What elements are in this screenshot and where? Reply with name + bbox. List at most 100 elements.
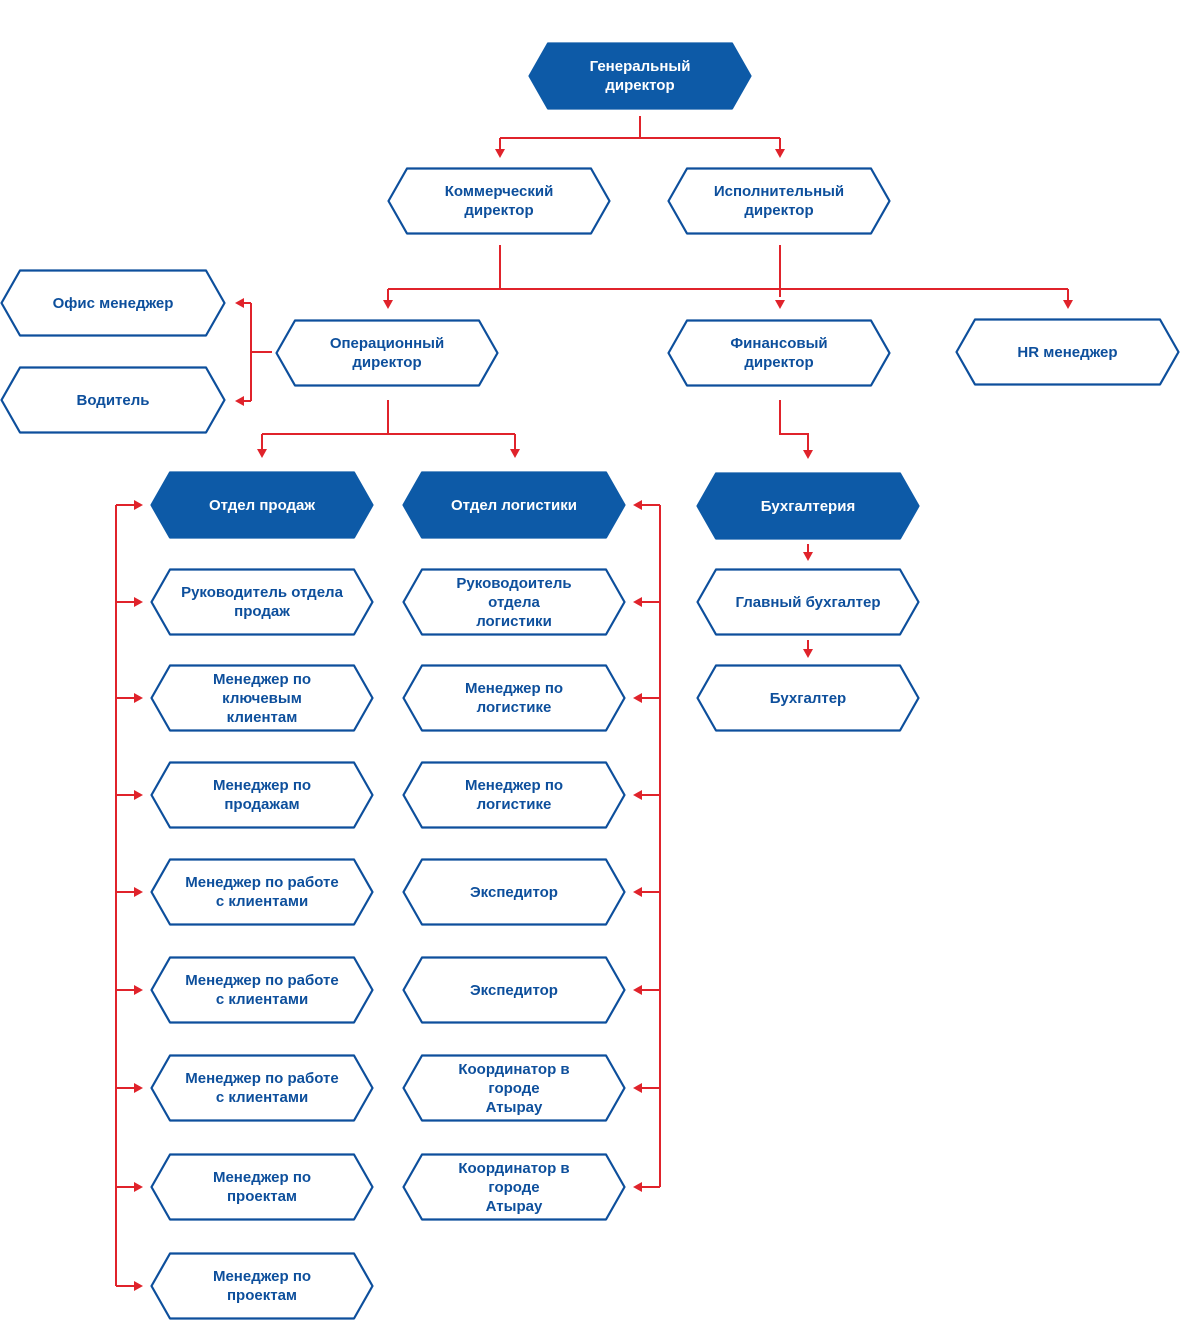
hexagon-shape bbox=[150, 956, 374, 1024]
hexagon-shape bbox=[696, 664, 920, 732]
node-project-manager: Менеджер по проектам bbox=[150, 1153, 374, 1221]
node-label: Руководоитель отдела логистики bbox=[456, 574, 572, 630]
node-sales-manager: Менеджер по продажам bbox=[150, 761, 374, 829]
hexagon-shape bbox=[402, 761, 626, 829]
hexagon-shape bbox=[150, 761, 374, 829]
connector-arrowhead bbox=[134, 985, 143, 995]
connector-arrowhead bbox=[633, 597, 642, 607]
node-hr-manager: HR менеджер bbox=[955, 318, 1180, 386]
node-label: Координатор в городе Атырау bbox=[458, 1159, 570, 1215]
node-driver: Водитель bbox=[0, 366, 226, 434]
hexagon-outline bbox=[150, 761, 374, 829]
node-label: Генеральный директор bbox=[589, 58, 691, 94]
connector-arrowhead bbox=[1063, 300, 1073, 309]
node-label: Экспедитор bbox=[470, 883, 558, 901]
connector-arrowhead bbox=[134, 1083, 143, 1093]
node-executive-director: Исполнительный директор bbox=[667, 167, 891, 235]
node-general-director: Генеральный директор bbox=[528, 42, 752, 110]
node-client-manager: Менеджер по работе с клиентами bbox=[150, 956, 374, 1024]
node-logistics-department: Отдел логистики bbox=[402, 471, 626, 539]
connector-arrowhead bbox=[235, 396, 244, 406]
connector-arrowhead bbox=[633, 693, 642, 703]
connector-arrowhead bbox=[134, 887, 143, 897]
connector-arrowhead bbox=[134, 597, 143, 607]
node-commercial-director: Коммерческий директор bbox=[387, 167, 611, 235]
node-project-manager: Менеджер по проектам bbox=[150, 1252, 374, 1320]
node-label: Офис менеджер bbox=[52, 294, 174, 312]
hexagon-shape bbox=[402, 858, 626, 926]
node-atyrau-coordinator: Координатор в городе Атырау bbox=[402, 1054, 626, 1122]
node-label: Координатор в городе Атырау bbox=[458, 1060, 570, 1116]
node-label: Менеджер по логистике bbox=[464, 680, 564, 716]
node-label: Исполнительный директор bbox=[713, 183, 845, 219]
connector-arrowhead bbox=[633, 500, 642, 510]
connector-arrowhead bbox=[633, 887, 642, 897]
connector-arrowhead bbox=[803, 552, 813, 561]
node-label: Менеджер по работе с клиентами bbox=[185, 874, 339, 910]
connector-arrowhead bbox=[775, 300, 785, 309]
connector-arrowhead bbox=[134, 693, 143, 703]
node-label: Руководитель отдела продаж bbox=[181, 584, 343, 620]
node-label: Отдел продаж bbox=[208, 496, 316, 514]
hexagon-shape bbox=[696, 472, 920, 540]
hexagon-outline bbox=[0, 269, 226, 337]
node-sales-head: Руководитель отдела продаж bbox=[150, 568, 374, 636]
hexagon-outline bbox=[150, 1054, 374, 1122]
hexagon-outline bbox=[667, 167, 891, 235]
connector-arrowhead bbox=[803, 649, 813, 658]
node-label: Финансовый директор bbox=[730, 335, 828, 371]
connector-arrowhead bbox=[257, 449, 267, 458]
connector-arrowhead bbox=[134, 500, 143, 510]
hexagon-outline bbox=[150, 956, 374, 1024]
node-label: Менеджер по работе с клиентами bbox=[185, 972, 339, 1008]
node-office-manager: Офис менеджер bbox=[0, 269, 226, 337]
hexagon-outline bbox=[696, 472, 920, 540]
node-logistics-head: Руководоитель отдела логистики bbox=[402, 568, 626, 636]
hexagon-outline bbox=[955, 318, 1180, 386]
hexagon-outline bbox=[150, 1252, 374, 1320]
node-label: Коммерческий директор bbox=[444, 183, 554, 219]
node-accounting-department: Бухгалтерия bbox=[696, 472, 920, 540]
node-label: Экспедитор bbox=[470, 981, 558, 999]
hexagon-shape bbox=[150, 1054, 374, 1122]
node-label: Главный бухгалтер bbox=[735, 593, 881, 611]
connector-arrowhead bbox=[633, 1083, 642, 1093]
hexagon-shape bbox=[402, 956, 626, 1024]
node-label: Менеджер по ключевым клиентам bbox=[212, 670, 312, 726]
node-label: Водитель bbox=[76, 391, 150, 409]
hexagon-outline bbox=[387, 167, 611, 235]
hexagon-outline bbox=[528, 42, 752, 110]
hexagon-outline bbox=[402, 664, 626, 732]
hexagon-shape bbox=[402, 1054, 626, 1122]
hexagon-shape bbox=[667, 319, 891, 387]
node-label: Бухгалтер bbox=[769, 689, 847, 707]
connector-arrowhead bbox=[633, 1182, 642, 1192]
node-label: Бухгалтерия bbox=[760, 497, 856, 515]
hexagon-shape bbox=[402, 568, 626, 636]
hexagon-shape bbox=[667, 167, 891, 235]
node-sales-department: Отдел продаж bbox=[150, 471, 374, 539]
node-accountant: Бухгалтер bbox=[696, 664, 920, 732]
hexagon-shape bbox=[402, 471, 626, 539]
hexagon-outline bbox=[150, 471, 374, 539]
hexagon-outline bbox=[0, 366, 226, 434]
hexagon-outline bbox=[150, 858, 374, 926]
hexagon-shape bbox=[275, 319, 499, 387]
hexagon-shape bbox=[528, 42, 752, 110]
connector-arrowhead bbox=[775, 149, 785, 158]
hexagon-shape bbox=[150, 568, 374, 636]
hexagon-shape bbox=[0, 269, 226, 337]
connector-arrowhead bbox=[134, 1281, 143, 1291]
hexagon-outline bbox=[696, 568, 920, 636]
node-forwarder: Экспедитор bbox=[402, 858, 626, 926]
connector-arrowhead bbox=[633, 985, 642, 995]
hexagon-shape bbox=[150, 664, 374, 732]
node-label: Менеджер по проектам bbox=[212, 1169, 312, 1205]
hexagon-shape bbox=[387, 167, 611, 235]
node-atyrau-coordinator: Координатор в городе Атырау bbox=[402, 1153, 626, 1221]
connector-arrowhead bbox=[383, 300, 393, 309]
hexagon-outline bbox=[402, 1054, 626, 1122]
hexagon-outline bbox=[402, 761, 626, 829]
